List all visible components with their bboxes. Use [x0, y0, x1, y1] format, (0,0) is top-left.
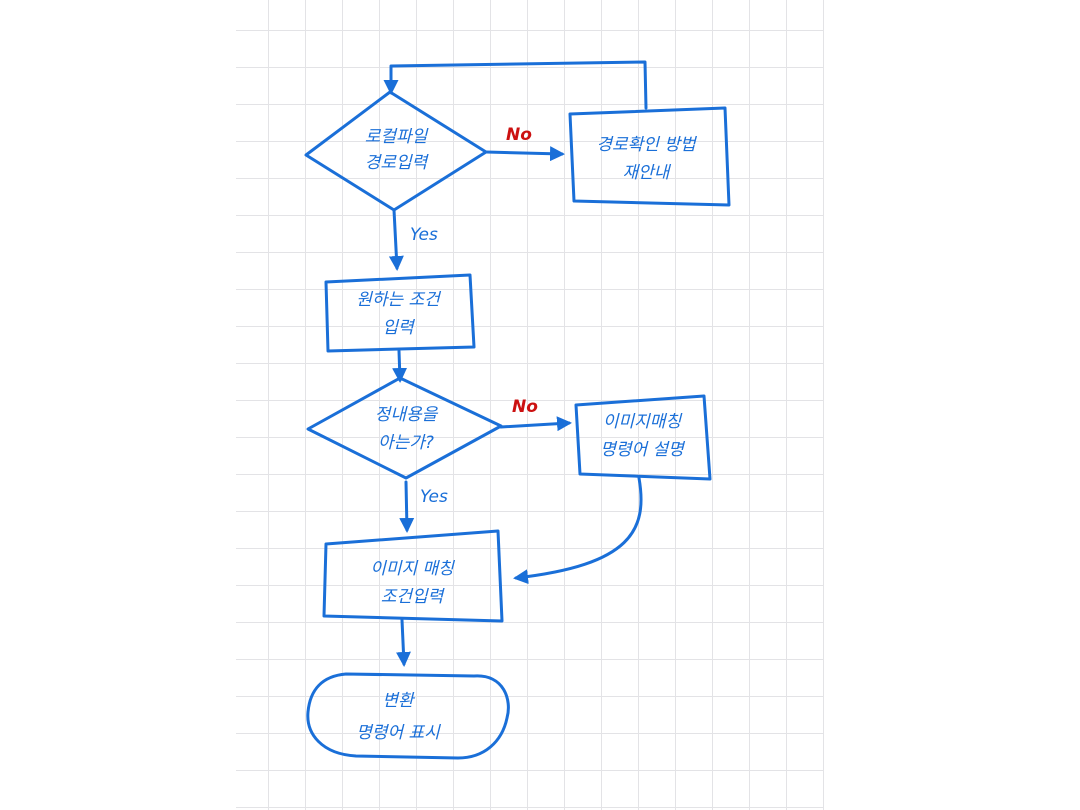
flowchart: 로컬파일 경로입력 No 경로확인 방법 재안내 Yes 원하는 조건 입력 정…: [304, 60, 731, 760]
edge-label-yes-2: Yes: [420, 487, 448, 507]
edge-no-2: [499, 416, 572, 432]
box-desired-condition-input: [324, 273, 476, 353]
edge-explain-to-match: [513, 476, 643, 585]
terminal-converted-command-display: [306, 672, 510, 760]
decision-know-content: [306, 376, 503, 480]
terminal-line-1: 변환: [382, 691, 416, 711]
explain-box-line-1: 이미지매칭: [603, 412, 683, 432]
grid-paper: 로컬파일 경로입력 No 경로확인 방법 재안내 Yes 원하는 조건 입력 정…: [236, 0, 824, 810]
box-image-match-condition-input: [322, 529, 504, 623]
decision-1-line-2: 경로입력: [365, 153, 430, 173]
decision-2-line-2: 아는가?: [378, 433, 434, 453]
edge-loop-back: [383, 60, 648, 110]
edge-no-1: [484, 146, 565, 162]
edge-yes-2: [399, 480, 415, 533]
condition-box-line-2: 입력: [382, 318, 416, 338]
edge-label-yes-1: Yes: [410, 225, 438, 245]
match-box-line-1: 이미지 매칭: [370, 559, 455, 579]
edge-label-no-1: No: [506, 125, 532, 145]
terminal-line-2: 명령어 표시: [356, 723, 441, 743]
decision-2-line-1: 정내용을: [375, 405, 439, 425]
edge-label-no-2: No: [512, 397, 538, 417]
condition-box-line-1: 원하는 조건: [356, 290, 442, 310]
edge-match-to-terminal: [395, 618, 411, 667]
box-image-match-command-explain: [574, 394, 712, 481]
decision-1-line-1: 로컬파일: [365, 127, 429, 147]
edge-condition-to-decision-2: [392, 349, 408, 383]
retry-box-line-1: 경로확인 방법: [596, 135, 698, 155]
edge-yes-1: [388, 208, 404, 271]
retry-box-line-2: 재안내: [623, 163, 672, 183]
decision-local-path-input: [304, 90, 488, 212]
explain-box-line-2: 명령어 설명: [600, 440, 686, 460]
match-box-line-2: 조건입력: [381, 587, 446, 607]
box-path-check-guide: [568, 106, 731, 207]
